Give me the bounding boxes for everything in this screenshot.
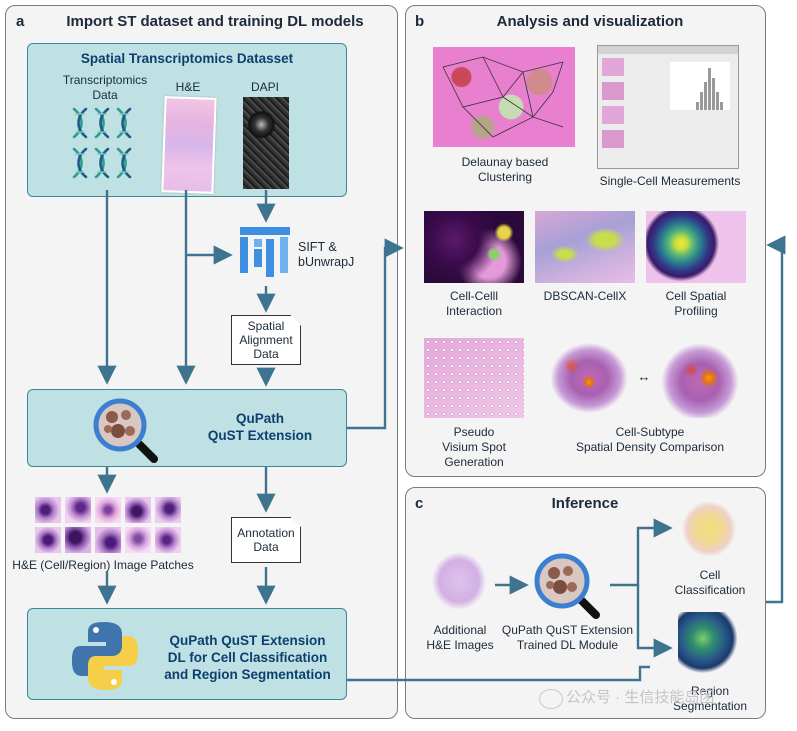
additional-he-image (428, 548, 490, 614)
patches-label: H&E (Cell/Region) Image Patches (12, 558, 194, 572)
density-label: Cell-Subtype Spatial Density Comparison (575, 425, 725, 454)
panel-b-title: Analysis and visualization (496, 13, 684, 30)
image-patches (35, 497, 181, 553)
patch (125, 497, 151, 523)
dapi-label: DAPI (250, 80, 279, 94)
cell-class-label: Cell Classification (674, 568, 746, 597)
dl-label[interactable]: QuPath QuST Extension DL for Cell Classi… (164, 633, 331, 682)
panel-c-letter: c (415, 495, 424, 512)
dbscan-label: DBSCAN-CellX (543, 289, 627, 303)
pseudo-visium-image (424, 338, 524, 418)
dna-icons (72, 107, 132, 179)
fiji-icon (240, 227, 290, 277)
dapi-image (243, 97, 289, 189)
magnifier-icon (93, 398, 158, 463)
patch (95, 497, 121, 523)
patch (155, 527, 181, 553)
patch (65, 497, 91, 523)
cell-interaction-image (424, 211, 524, 283)
region-seg-label: Region Segmentation (672, 684, 748, 713)
qupath-qust-box (27, 389, 347, 467)
pseudo-visium-label: Pseudo Visium Spot Generation (442, 425, 506, 469)
watermark-icon (539, 689, 563, 709)
spatial-profiling-image (646, 211, 746, 283)
sift-label: SIFT & bUnwrapJ (298, 240, 355, 269)
density-image-left (545, 338, 633, 418)
watermark: 公众号 · 生信技能岛团 (566, 689, 715, 706)
cell-class-image (678, 497, 740, 561)
additional-he-label: Additional H&E Images (426, 623, 494, 652)
single-cell-label: Single-Cell Measurements (599, 174, 741, 188)
panel-a-letter: a (16, 13, 25, 30)
patch (35, 497, 61, 523)
patch (155, 497, 181, 523)
python-icon (72, 622, 138, 690)
patch (125, 527, 151, 553)
single-cell-image (597, 45, 739, 169)
spatial-alignment-doc: Spatial Alignment Data (231, 315, 301, 365)
qupath-qust-label[interactable]: QuPath QuST Extension (207, 411, 313, 443)
he-image (161, 96, 217, 194)
panel-c-title: Inference (551, 495, 619, 512)
region-seg-image (678, 612, 740, 678)
spatial-profiling-label: Cell Spatial Profiling (665, 289, 727, 318)
patch (65, 527, 91, 553)
patch (35, 527, 61, 553)
cell-interaction-label: Cell-Celll Interaction (445, 289, 503, 318)
dbscan-image (535, 211, 635, 283)
density-double-arrow: ↔ (637, 369, 651, 384)
density-image-right (656, 338, 744, 418)
delaunay-label: Delaunay based Clustering (461, 155, 549, 184)
delaunay-image (433, 47, 575, 147)
transcriptomics-label: Transcriptomics Data (62, 73, 148, 102)
panel-a-title: Import ST dataset and training DL models (66, 13, 364, 30)
trained-magnifier-icon (534, 553, 600, 619)
panel-b-letter: b (415, 13, 425, 30)
annotation-doc: Annotation Data (231, 517, 301, 563)
dataset-title: Spatial Transcriptomics Datasset (80, 51, 294, 66)
trained-label: QuPath QuST Extension Trained DL Module (501, 623, 634, 652)
patch (95, 527, 121, 553)
he-label: H&E (175, 80, 201, 94)
